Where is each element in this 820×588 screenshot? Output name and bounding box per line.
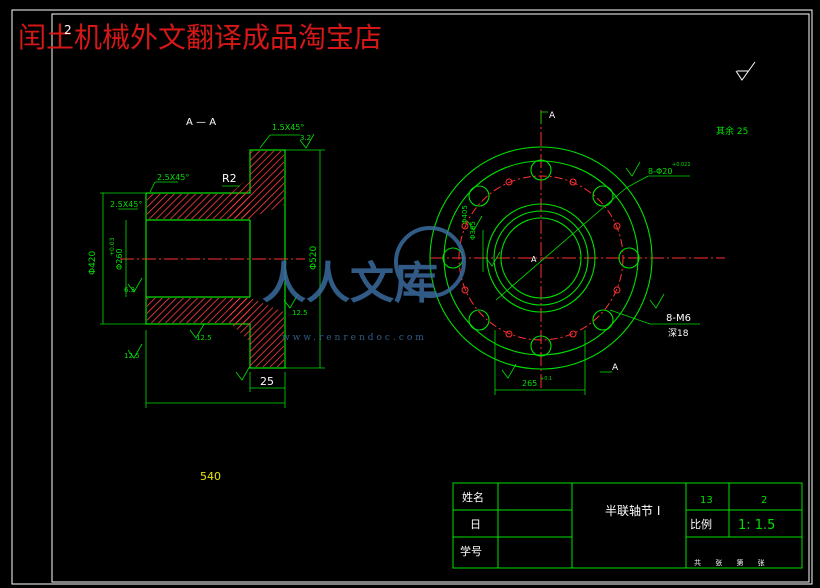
view-label: A — A: [186, 117, 216, 128]
dimension-lines-left: [100, 134, 325, 408]
pitch-circle: [458, 175, 624, 341]
dim-chamfer-left: 2.5X45°: [110, 200, 142, 209]
dim-bottom-tol: +0.1: [540, 376, 552, 382]
bolt-hole: [618, 247, 640, 269]
bolt-hole: [530, 335, 552, 357]
surface-finish-note: 其余 25: [716, 125, 748, 137]
dim-bore-dia: Φ260: [115, 248, 124, 270]
roughness-label-a: 3.2: [300, 134, 311, 142]
roughness-marks-left: [127, 133, 315, 381]
dim-outer-dia: Φ420: [88, 250, 98, 275]
sheet-frame: [11, 9, 813, 585]
part-name: 半联轴节 I: [605, 503, 660, 518]
bolt-holes: [442, 159, 640, 357]
centerlines-right: [430, 110, 725, 390]
dim-bottom: 265: [522, 379, 537, 388]
thread-hole: [505, 178, 513, 186]
dim-bore-tol: +0.03: [109, 237, 116, 256]
roughness-label-c: 12.5: [292, 309, 308, 317]
section-label-a-bottom: A: [612, 363, 619, 373]
dim-radius: R2: [222, 172, 237, 185]
roughness-label-d: 6.3: [124, 286, 135, 294]
bolt-hole: [592, 309, 614, 331]
thread-hole: [613, 222, 621, 230]
thread-hole: [461, 286, 469, 294]
title-block: 姓名 日 学号 半联轴节 I 13 2 比例 1: 1.5 共 张 第 张: [452, 482, 803, 569]
thread-hole: [613, 286, 621, 294]
dim-holes-top-tol: +0.021: [672, 162, 691, 168]
flange-circles: [429, 146, 653, 370]
bolt-hole: [468, 309, 490, 331]
dim-outer-dia-right: Φ520: [309, 245, 319, 270]
hatch-sections: [147, 151, 284, 367]
title-label-name: 姓名: [462, 490, 484, 504]
dim-chamfer-mid: 2.5X45°: [157, 173, 189, 182]
dim-thread-holes: 8-M6: [666, 313, 691, 324]
watermark-text: 人人文库: [262, 258, 438, 309]
dim-overall-length: 540: [200, 470, 221, 483]
scale-value: 1: 1.5: [738, 518, 775, 533]
roughness-symbol-icon: [735, 61, 756, 81]
banner-title: 闰土机械外文翻译成品淘宝店: [18, 21, 382, 54]
end-view: A A A 8-Φ20 +0.021 8-M6 深18 Φ365 Φ405 26…: [429, 110, 725, 395]
watermark-url: www.renrendoc.com: [282, 333, 427, 343]
sheet-number: 2: [64, 23, 72, 37]
bolt-hole: [592, 185, 614, 207]
sheet-b: 2: [761, 495, 767, 506]
dim-pcd-b: Φ405: [461, 205, 469, 224]
roughness-marks-right: [467, 161, 665, 379]
dim-chamfer-top: 1.5X45°: [272, 123, 304, 132]
dim-holes-top: 8-Φ20: [648, 167, 672, 176]
sheet-footer: 共 张 第 张: [694, 558, 771, 567]
bolt-hole: [530, 159, 552, 181]
roughness-label-e: 12.5: [124, 352, 140, 360]
sheet-a: 13: [700, 495, 713, 506]
watermark: 人人文库 www.renrendoc.com: [262, 226, 466, 343]
section-label-a-top: A: [549, 111, 556, 121]
thread-hole: [461, 222, 469, 230]
thread-hole: [569, 178, 577, 186]
dim-pcd-a: Φ365: [469, 221, 477, 240]
dim-flange-thickness: 25: [260, 375, 274, 388]
roughness-label-b: 12.5: [196, 334, 212, 342]
title-label-id: 学号: [460, 544, 482, 558]
thread-hole: [569, 330, 577, 338]
thread-hole: [505, 330, 513, 338]
watermark-logo-icon: [394, 226, 466, 298]
section-view-a-a: A — A: [88, 117, 325, 483]
dimension-lines-right: [482, 111, 700, 395]
dim-thread-depth: 深18: [668, 328, 689, 339]
thread-holes: [461, 178, 621, 338]
bolt-hole: [468, 185, 490, 207]
section-label-a-center: A: [531, 255, 537, 264]
scale-label: 比例: [690, 517, 712, 531]
title-label-class: 日: [470, 518, 481, 531]
title-block-grid: [452, 482, 803, 569]
